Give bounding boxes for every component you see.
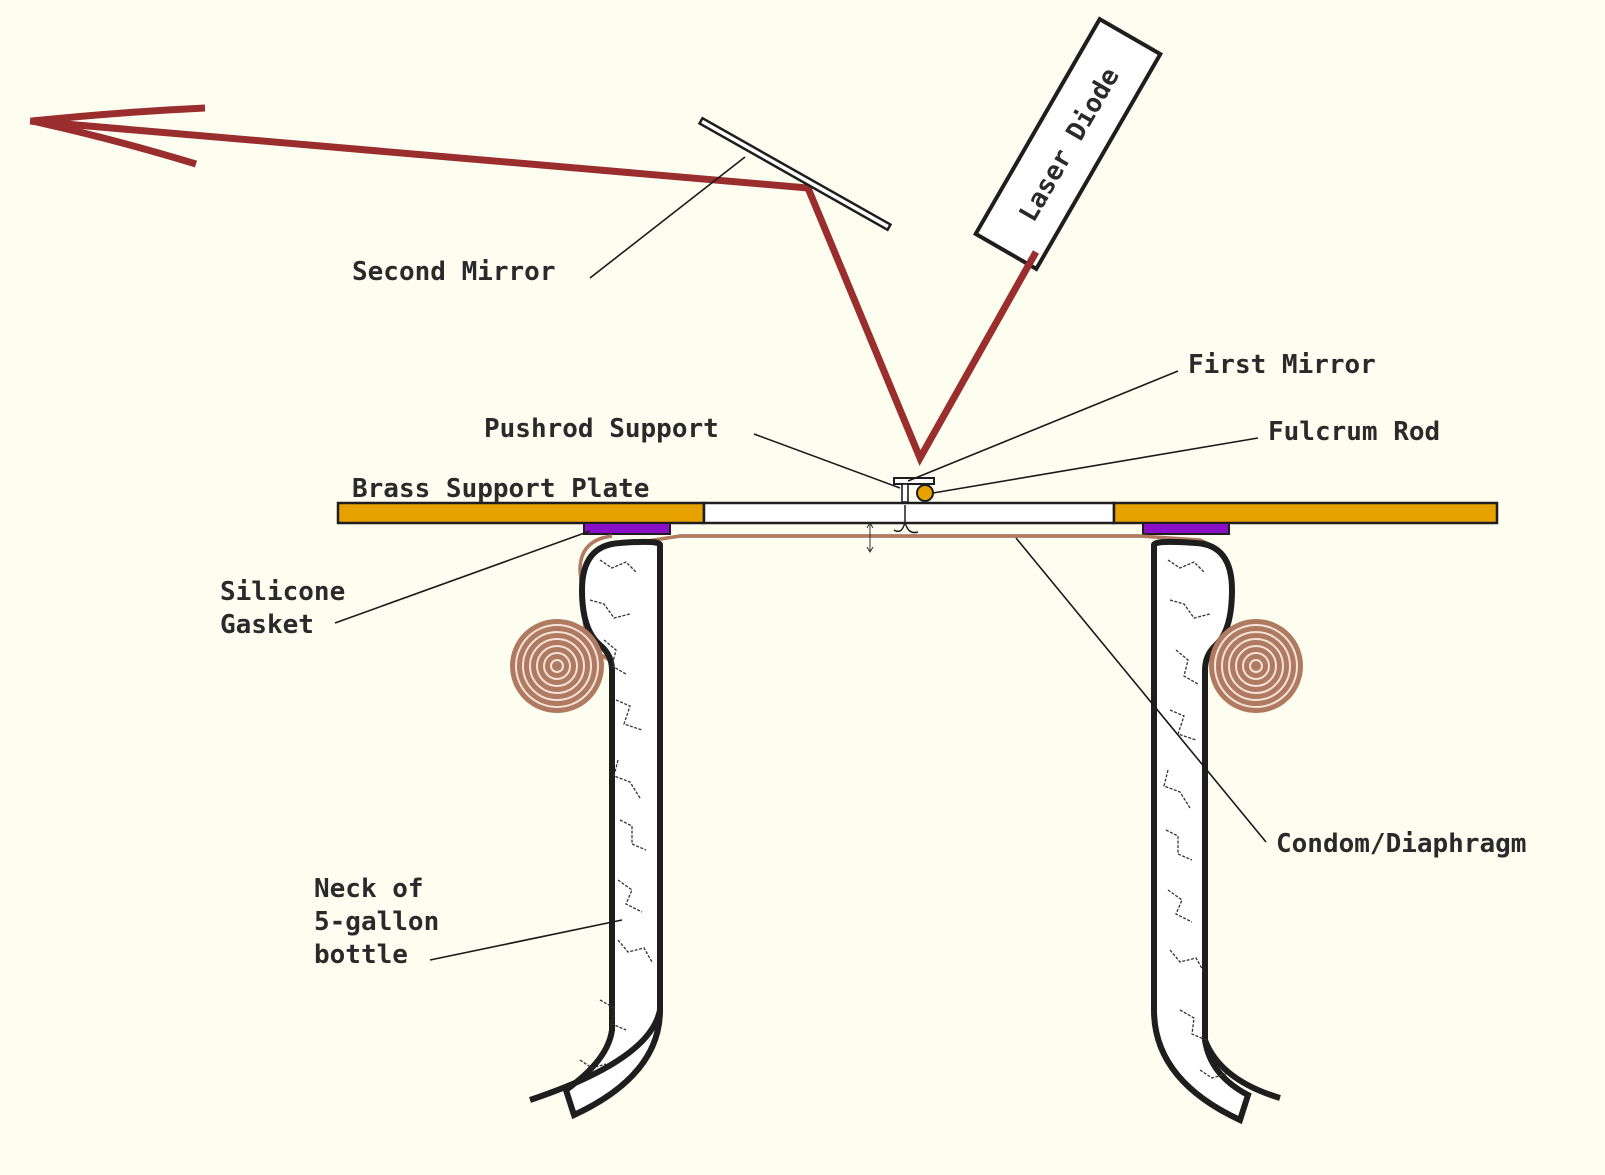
first-mirror-assembly	[893, 477, 935, 534]
silicone-gasket-label-1: Silicone	[220, 577, 345, 607]
pushrod-support	[901, 483, 909, 503]
condom-roll-left	[510, 619, 604, 713]
brass-plate-right	[1112, 501, 1499, 525]
leader-pushrod-support	[753, 433, 901, 489]
leader-first-mirror	[907, 370, 1179, 482]
leader-silicone-gasket	[334, 530, 591, 624]
leader-condom-diaphragm	[1015, 537, 1267, 843]
second-mirror-label: Second Mirror	[352, 257, 556, 287]
leader-neck	[429, 919, 623, 961]
condom-roll-right	[1209, 619, 1303, 713]
leader-fulcrum-rod	[932, 437, 1259, 494]
neck-label-2: 5-gallon	[314, 907, 439, 937]
vibration-arrow	[866, 522, 874, 553]
first-mirror-label: First Mirror	[1188, 350, 1376, 380]
neck-label-1: Neck of	[314, 874, 424, 904]
pushrod-support-label: Pushrod Support	[484, 414, 719, 444]
laser-diode-housing	[972, 16, 1164, 272]
laser-diode: Laser Diode	[972, 16, 1164, 272]
bottle-neck-right	[1151, 538, 1281, 1125]
second-mirror	[697, 116, 893, 232]
leader-second-mirror	[589, 156, 746, 279]
brass-plate-left	[336, 501, 706, 525]
fulcrum-rod-label: Fulcrum Rod	[1268, 417, 1440, 447]
brass-support-plate	[336, 501, 1499, 525]
brass-support-plate-label: Brass Support Plate	[352, 474, 649, 504]
silicone-gasket-right	[1142, 522, 1230, 535]
laser-beam	[29, 117, 1040, 466]
neck-label-3: bottle	[314, 940, 408, 970]
plate-opening	[702, 501, 1116, 525]
silicone-gasket-label-2: Gasket	[220, 610, 314, 640]
bottle-neck-left	[529, 538, 663, 1120]
beam-arrowhead	[31, 104, 206, 168]
silicone-gasket-left	[583, 522, 671, 535]
condom-diaphragm	[578, 534, 1232, 661]
pushrod	[893, 505, 919, 534]
condom-diaphragm-label: Condom/Diaphragm	[1276, 829, 1526, 859]
fulcrum-rod	[916, 484, 934, 502]
